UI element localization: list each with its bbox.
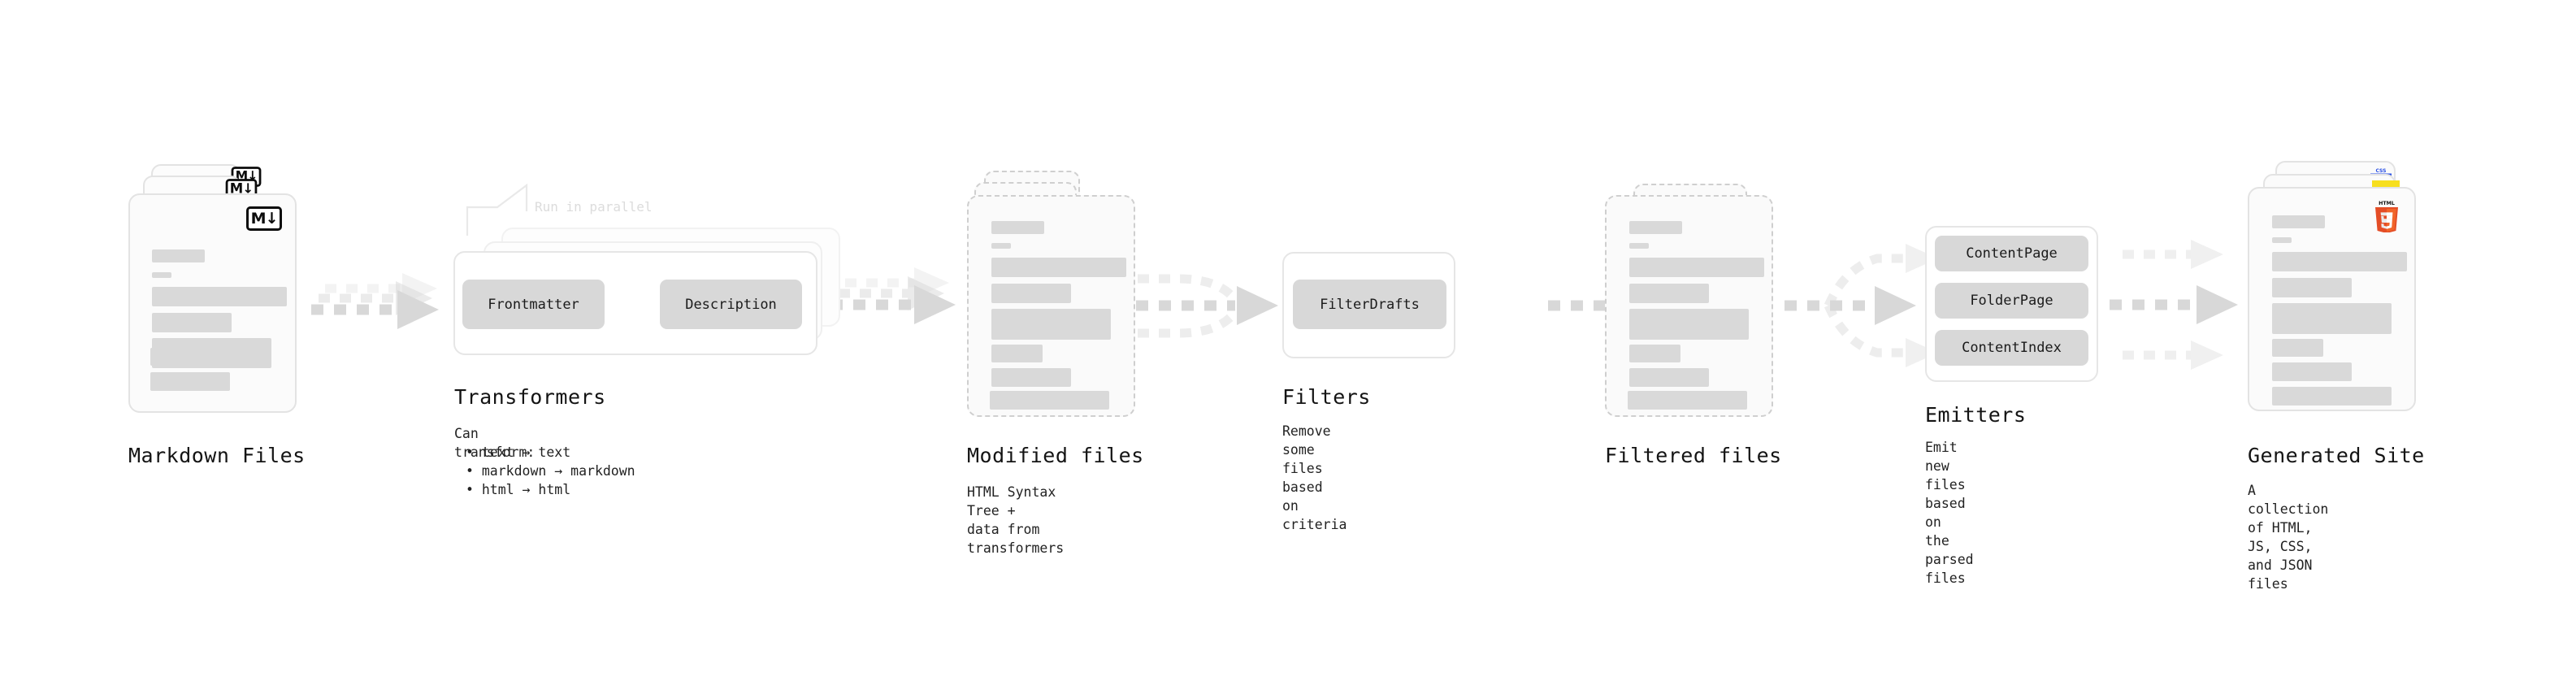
emitter-chip-contentindex[interactable]: ContentIndex [1935,330,2088,366]
bullet-item: • html → html [466,482,571,497]
content-bar [152,287,287,306]
content-bar [152,272,171,278]
content-bar [2272,252,2407,271]
content-bar [1628,391,1747,410]
stage-title-markdown-files: Markdown Files [128,444,306,467]
content-bar [991,309,1111,340]
stage-title-modified-files: Modified files [967,444,1144,467]
arrow-transformers-to-modified [830,267,956,324]
content-bar [1629,221,1682,234]
content-bar [991,221,1044,234]
run-in-parallel-label: Run in parallel [535,199,653,215]
stage-title-filters: Filters [1282,385,1371,409]
generated-site-subtitle: A collection of HTML, JS, CSS, and JSON … [2248,483,2329,592]
transformer-chip-description[interactable]: Description [660,280,802,329]
content-bar [2272,278,2352,297]
arrow-emitters-to-site [2110,240,2238,370]
content-bar [2272,362,2352,381]
content-bar [991,258,1126,277]
arrow-filtered-to-emitters [1785,244,1938,367]
stage-title-generated-site: Generated Site [2248,444,2425,467]
modified-files-subtitle: HTML Syntax Tree + data from transformer… [967,484,1065,556]
content-bar [1629,258,1764,277]
transformers-subtitle: Can transform: [454,426,536,460]
content-bar [991,284,1071,303]
svg-text:CSS: CSS [2376,168,2387,174]
content-bar [991,368,1071,387]
arrow-markdown-to-transformers [311,273,439,329]
emitter-chip-folderpage[interactable]: FolderPage [1935,283,2088,319]
modified-card-front[interactable] [967,195,1135,417]
content-bar [990,391,1109,410]
content-bar [2272,387,2392,406]
svg-text:HTML: HTML [2379,201,2395,206]
content-bar [1629,243,1649,249]
arrow-modified-to-filters [1136,274,1278,338]
content-bar [1629,368,1709,387]
content-bar [152,313,232,332]
content-bar [991,243,1011,249]
filters-subtitle: Remove some files based on criteria [1282,423,1347,532]
content-bar [150,372,230,391]
content-bar [150,348,202,366]
content-bar [1629,309,1749,340]
filter-chip-filterdrafts[interactable]: FilterDrafts [1293,280,1446,329]
content-bar [2272,237,2292,243]
stage-title-filtered-files: Filtered files [1605,444,1782,467]
markdown-icon: M↓ [246,206,282,231]
bullet-item: • text → text [466,445,571,460]
content-bar [991,345,1043,362]
transformer-chip-frontmatter[interactable]: Frontmatter [462,280,605,329]
stage-title-transformers: Transformers [454,385,606,409]
content-bar [1629,345,1680,362]
content-bar [1629,284,1709,303]
emitters-subtitle: Emit new files based on the parsed files [1925,440,1974,586]
emitter-chip-contentpage[interactable]: ContentPage [1935,236,2088,271]
content-bar [2272,339,2323,357]
stage-title-emitters: Emitters [1925,403,2027,427]
filtered-card-front[interactable] [1605,195,1773,417]
html5-icon: HTML [2372,198,2401,233]
transformers-bullets: • text → text • markdown → markdown • ht… [454,443,635,499]
content-bar [152,249,205,262]
content-bar [2272,303,2392,334]
content-bar [2272,215,2325,228]
site-card-front[interactable]: HTML [2248,187,2416,411]
bullet-item: • markdown → markdown [466,463,635,479]
